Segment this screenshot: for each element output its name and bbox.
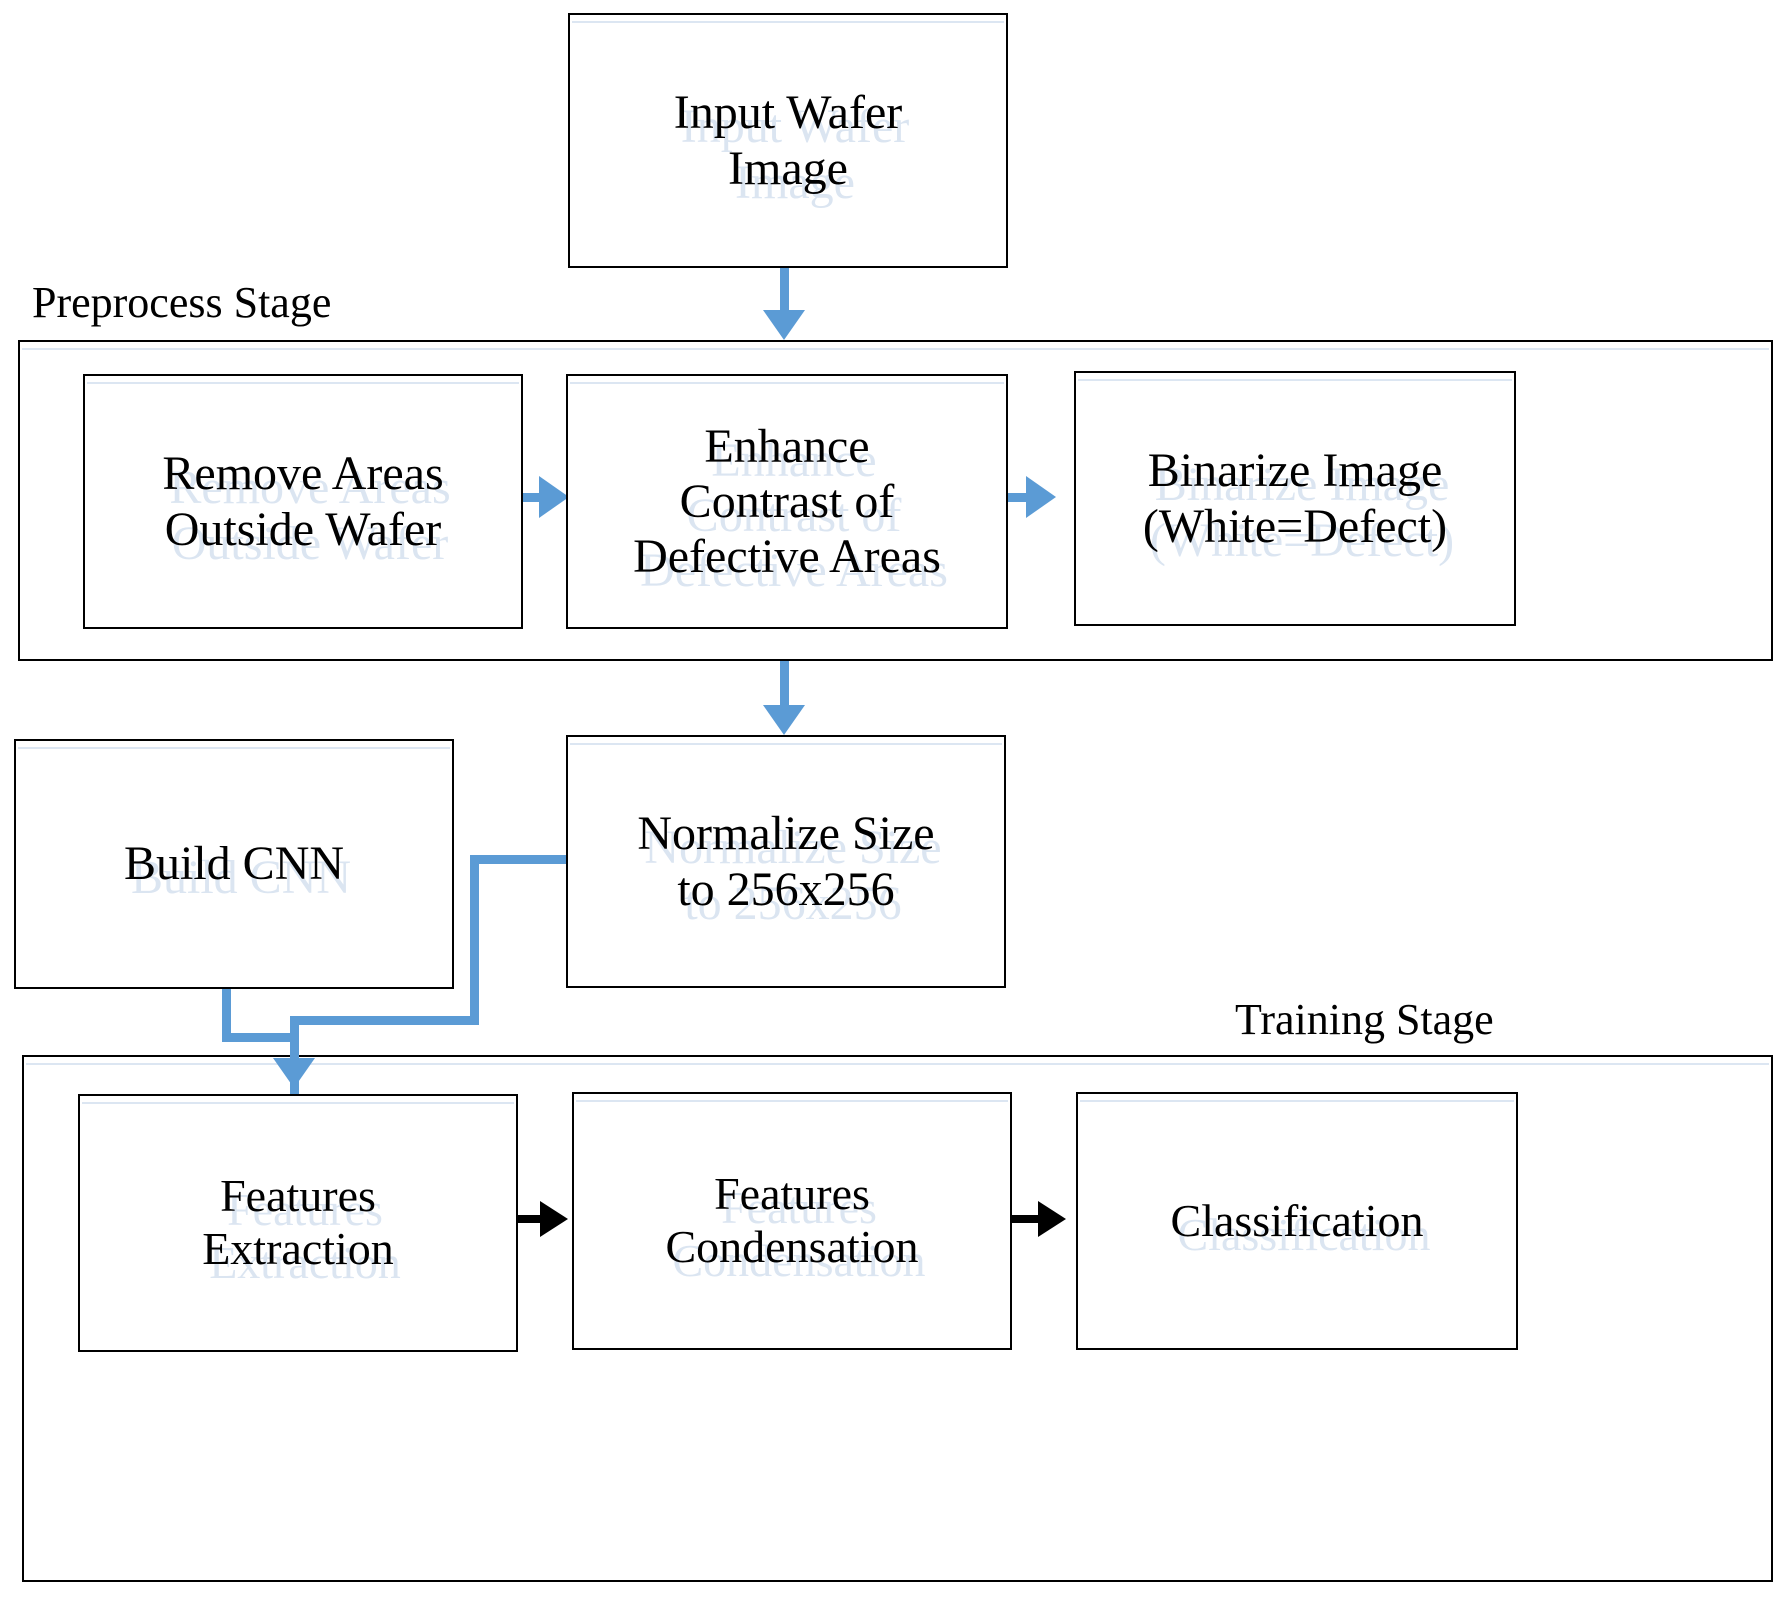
edge-preprocess-to-normalize-line [780,661,789,709]
edge-buildcnn-to-features-v1 [222,989,231,1041]
edge-remove-to-enhance-line [523,493,547,502]
preprocess-stage-label: Preprocess Stage [32,278,332,327]
edge-featcond-to-classify-arrowhead [1038,1201,1066,1237]
edge-normalize-to-features-h2 [290,1016,479,1025]
edge-featcond-to-classify-line [1012,1215,1042,1223]
node-remove-areas-outside-wafer-label: Remove Areas Outside Wafer [162,447,444,556]
node-binarize-image[interactable]: Binarize Image (White=Defect) [1074,371,1516,626]
node-binarize-image-label: Binarize Image (White=Defect) [1142,444,1448,553]
edge-featext-to-featcond-arrowhead [540,1201,568,1237]
node-remove-areas-outside-wafer[interactable]: Remove Areas Outside Wafer [83,374,523,629]
node-enhance-contrast[interactable]: Enhance Contrast of Defective Areas [566,374,1008,629]
edge-enhance-to-binarize-arrowhead [1026,476,1056,518]
edge-input-to-preprocess-arrowhead [763,310,805,340]
edge-remove-to-enhance-arrowhead [539,476,569,518]
edge-normalize-to-features-h1 [470,855,570,864]
node-input-wafer-image-label: Input Wafer Image [673,86,903,195]
node-normalize-size-label: Normalize Size to 256x256 [637,807,935,916]
preprocess-stage-container [18,340,1773,661]
training-stage-label: Training Stage [1235,995,1494,1044]
edge-preprocess-to-normalize-arrowhead [763,705,805,735]
node-features-condensation[interactable]: Features Condensation [572,1092,1012,1350]
edge-featext-to-featcond-line [518,1215,546,1223]
node-build-cnn[interactable]: Build CNN [14,739,454,989]
node-input-wafer-image[interactable]: Input Wafer Image [568,13,1008,268]
node-classification[interactable]: Classification [1076,1092,1518,1350]
node-enhance-contrast-label: Enhance Contrast of Defective Areas [633,419,941,584]
node-features-extraction-label: Features Extraction [202,1170,394,1274]
node-features-condensation-label: Features Condensation [665,1168,919,1272]
edge-normalize-to-features-v1 [470,855,479,1025]
edge-buildcnn-to-features-h1 [222,1033,299,1042]
training-stage-container [22,1055,1773,1582]
node-features-extraction[interactable]: Features Extraction [78,1094,518,1352]
node-build-cnn-label: Build CNN [123,837,345,891]
edge-input-to-preprocess-line [780,268,789,314]
edge-merge-to-features-extraction-line [290,1016,299,1094]
node-normalize-size[interactable]: Normalize Size to 256x256 [566,735,1006,988]
edge-enhance-to-binarize-line [1008,493,1034,502]
edge-merge-to-features-extraction-arrowhead [273,1058,315,1088]
node-classification-label: Classification [1170,1194,1424,1246]
